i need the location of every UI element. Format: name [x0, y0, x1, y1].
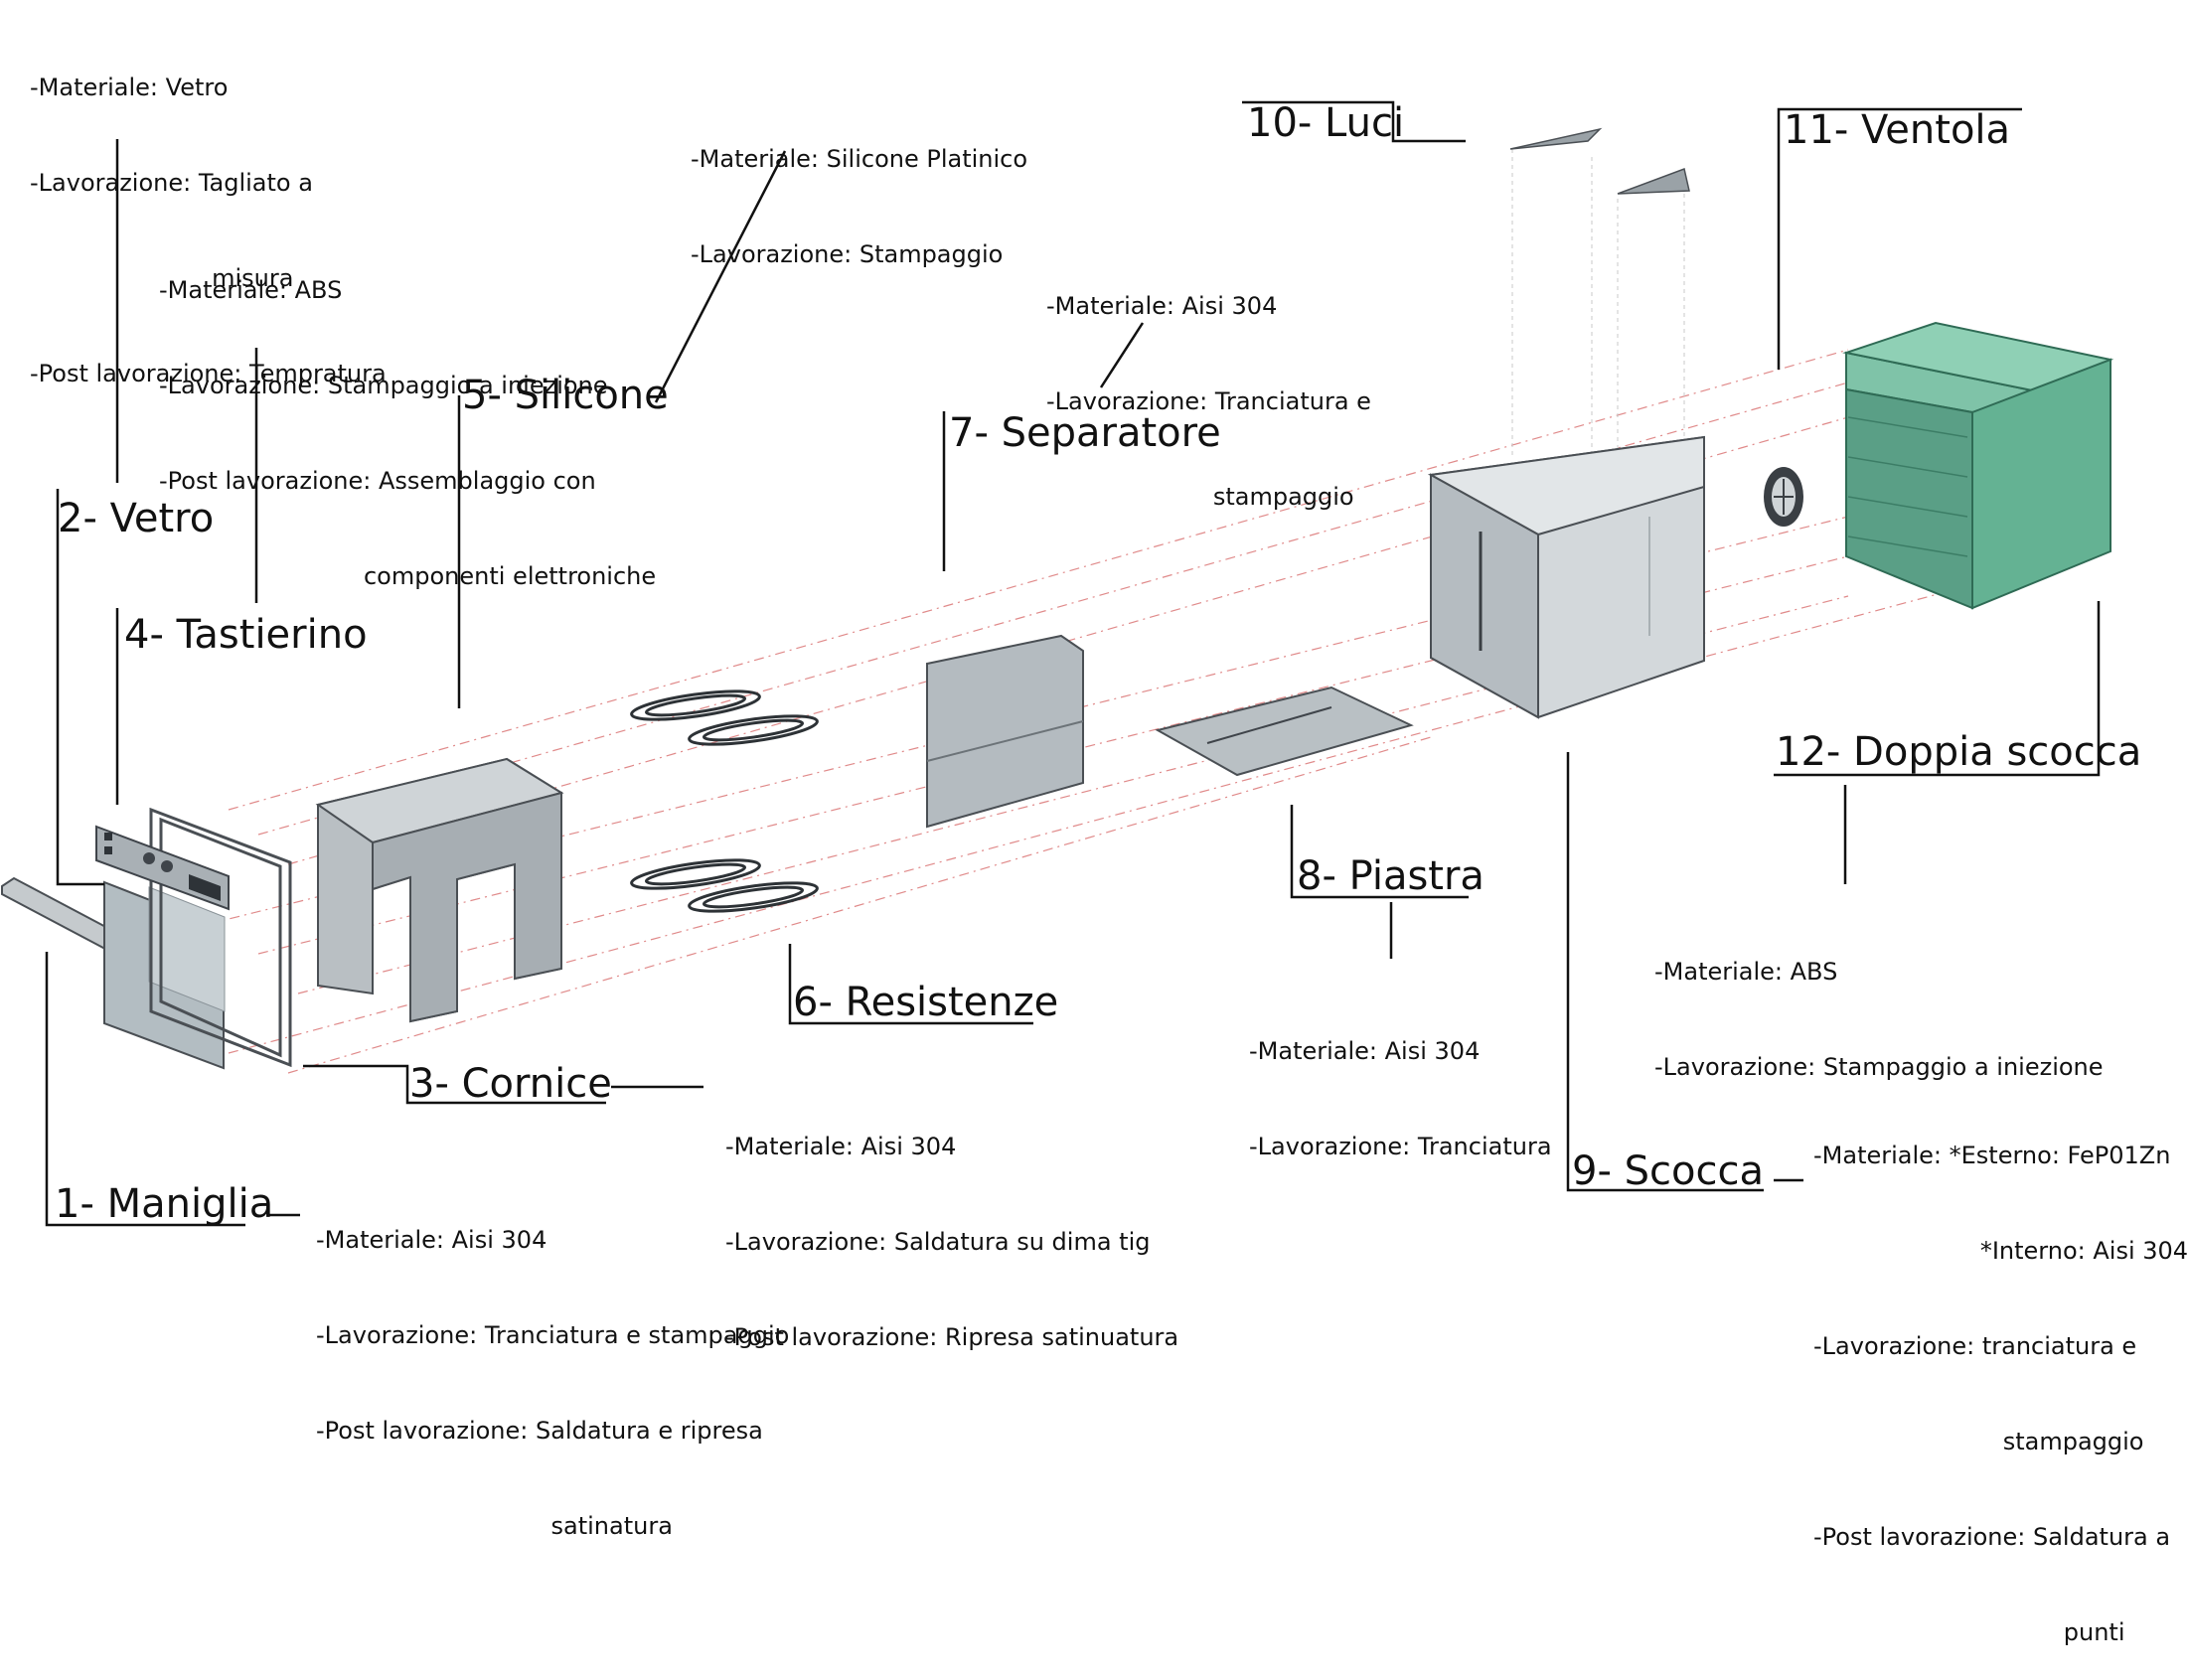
spec-line: stampaggio [1046, 483, 1354, 511]
spec-doppia-scocca: -Materiale: ABS -Lavorazione: Stampaggio… [1654, 892, 2104, 1115]
light-guides [1511, 149, 1685, 467]
spec-line: -Lavorazione: Tranciatura [1249, 1133, 1552, 1160]
spec-line: -Materiale: Aisi 304 [1249, 1037, 1481, 1065]
spec-line: -Materiale: ABS [1654, 958, 1838, 986]
spec-line: -Lavorazione: Tagliato a [30, 169, 313, 197]
spec-line: punti [1813, 1618, 2125, 1646]
spec-line: -Materiale: *Esterno: FeP01Zn [1813, 1142, 2171, 1169]
label-cornice: 3- Cornice [409, 1061, 612, 1107]
light-fixtures-icon [1509, 127, 1690, 195]
spec-line: -Post lavorazione: Saldatura a [1813, 1523, 2171, 1551]
label-luci: 10- Luci [1247, 100, 1405, 146]
label-vetro: 2- Vetro [58, 496, 215, 541]
label-resistenze: 6- Resistenze [793, 980, 1059, 1025]
spec-maniglia: -Materiale: Aisi 304 -Lavorazione: Tranc… [316, 1160, 789, 1574]
leader-lines [45, 100, 2101, 1227]
base-plate-icon [1155, 686, 1414, 777]
spec-line: -Post lavorazione: Saldatura e ripresa [316, 1417, 763, 1445]
spec-silicone: -Materiale: Silicone Platinico -Lavorazi… [691, 79, 1027, 302]
spec-line: -Materiale: Aisi 304 [1046, 292, 1278, 320]
spec-line: -Lavorazione: tranciatura e [1813, 1332, 2137, 1360]
spec-scocca: -Materiale: *Esterno: FeP01Zn *Interno: … [1813, 1076, 2188, 1680]
label-maniglia: 1- Maniglia [55, 1181, 274, 1227]
label-scocca: 9- Scocca [1572, 1148, 1764, 1194]
spec-line: misura [30, 264, 294, 292]
spec-line: -Lavorazione: Stampaggio a iniezione [159, 372, 608, 399]
label-silicone: 5- Silicone [462, 373, 669, 418]
spec-vetro: -Materiale: Vetro -Lavorazione: Tagliato… [30, 8, 387, 421]
spec-line: -Lavorazione: Tranciatura e [1046, 387, 1371, 415]
spec-tastierino: -Materiale: ABS -Lavorazione: Stampaggio… [159, 211, 656, 624]
label-separatore: 7- Separatore [949, 410, 1221, 456]
spec-separatore: -Materiale: Aisi 304 -Lavorazione: Tranc… [1046, 227, 1371, 544]
spec-line: -Post lavorazione: Assemblaggio con [159, 467, 596, 495]
spec-line: -Materiale: Silicone Platinico [691, 145, 1028, 173]
label-ventola: 11- Ventola [1784, 107, 2011, 153]
spec-line: -Post lavorazione: Tempratura [30, 360, 387, 387]
heating-coils-icon [630, 689, 819, 913]
spec-line: stampaggio [1813, 1428, 2144, 1455]
spec-line: -Lavorazione: Stampaggio [691, 240, 1004, 268]
spec-line: -Lavorazione: Saldatura su dima tig [725, 1228, 1151, 1256]
label-doppia-scocca: 12- Doppia scocca [1776, 729, 2142, 775]
spec-line: -Materiale: Aisi 304 [316, 1226, 547, 1254]
spec-line: -Materiale: ABS [159, 276, 343, 304]
silicone-shell-icon [315, 757, 564, 1023]
separator-plate-icon [926, 634, 1084, 829]
label-tastierino: 4- Tastierino [124, 612, 368, 658]
spec-line: *Interno: Aisi 304 [1813, 1237, 2188, 1265]
outer-shell-icon [1842, 321, 2114, 610]
spec-piastra: -Materiale: Aisi 304 -Lavorazione: Tranc… [1249, 972, 1552, 1194]
spec-cornice: -Materiale: Aisi 304 -Lavorazione: Salda… [725, 1067, 1178, 1385]
spec-line: -Post lavorazione: Ripresa satinuatura [725, 1323, 1179, 1351]
label-piastra: 8- Piastra [1297, 853, 1485, 899]
spec-line: -Lavorazione: Tranciatura e stampaggio [316, 1321, 790, 1349]
spec-line: componenti elettroniche [159, 562, 657, 590]
spec-line: -Lavorazione: Stampaggio a iniezione [1654, 1053, 2104, 1081]
spec-line: satinatura [316, 1512, 673, 1540]
oven-body-icon [1427, 435, 1705, 719]
exploded-diagram: 1- Maniglia 2- Vetro 3- Cornice 4- Tasti… [0, 8, 2188, 1646]
frame-icon [149, 807, 292, 1068]
spec-line: -Materiale: Aisi 304 [725, 1133, 957, 1160]
spec-line: -Materiale: Vetro [30, 74, 229, 101]
fan-icon [1764, 467, 1803, 527]
keypad-icon [95, 825, 230, 911]
glass-panel-icon [103, 880, 226, 1070]
